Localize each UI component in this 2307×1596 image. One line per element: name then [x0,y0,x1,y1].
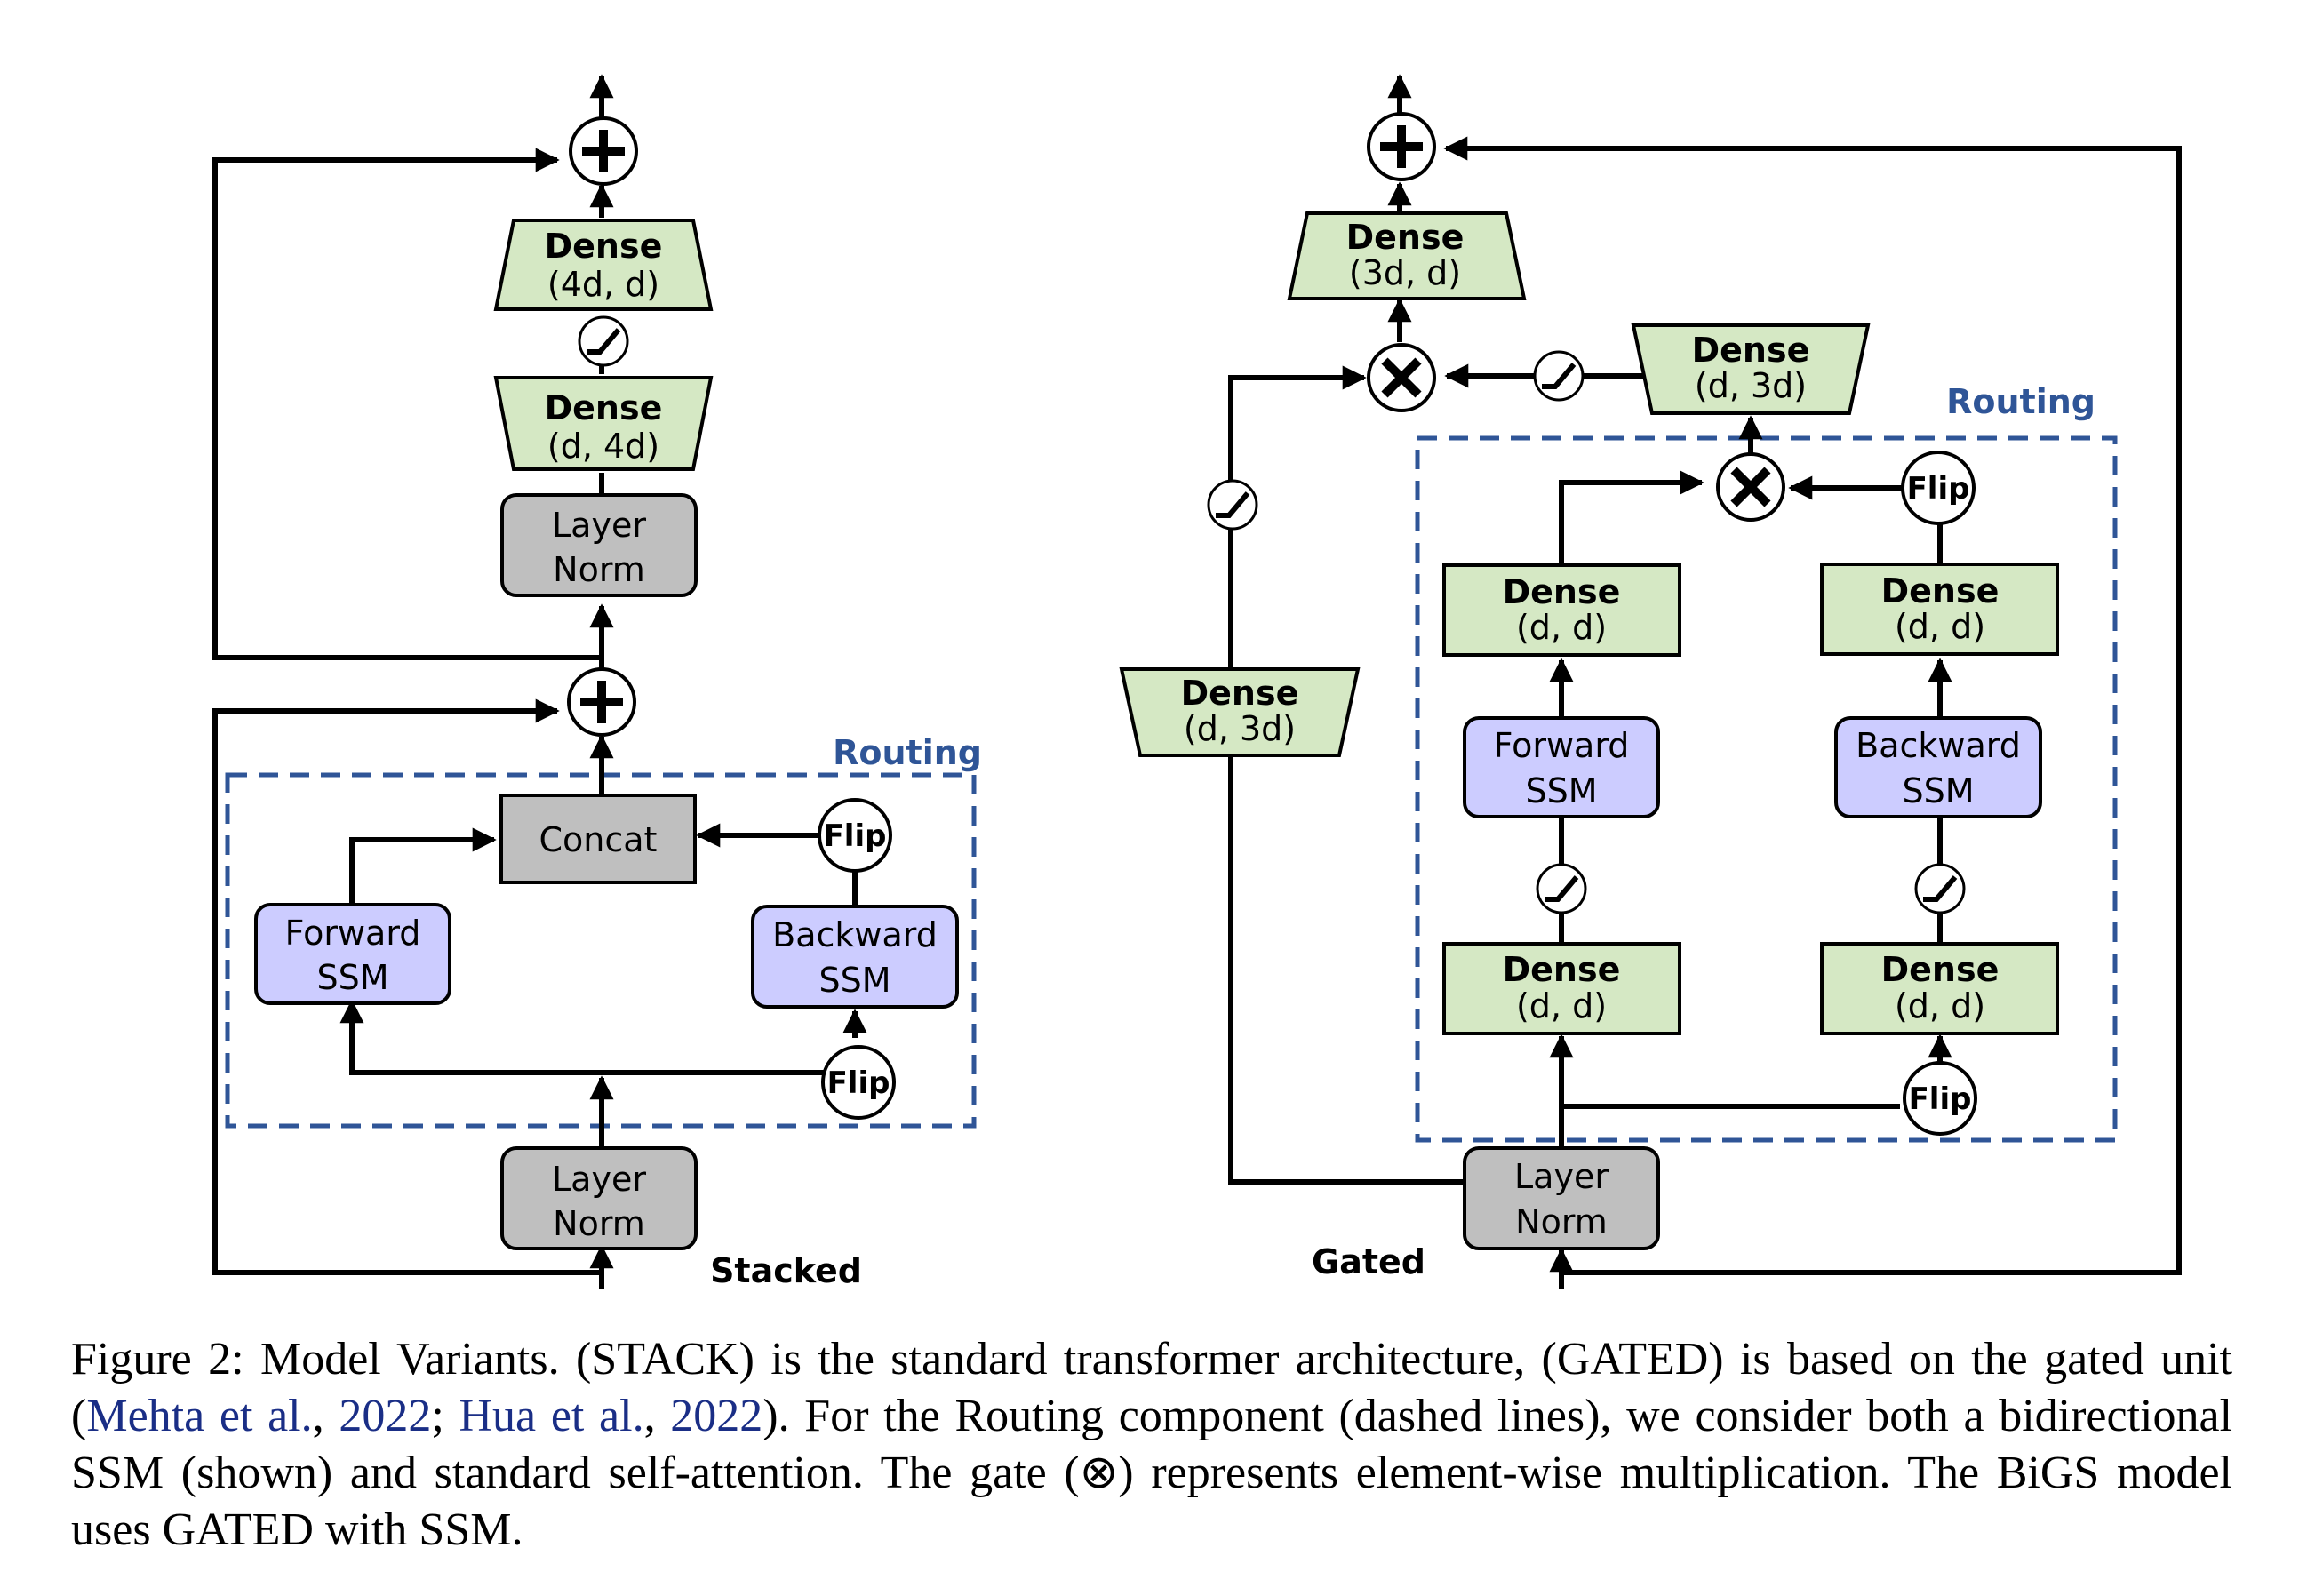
stacked-layer-norm-bottom: Layer Norm [500,1146,698,1250]
citation-link[interactable]: Mehta et al. [86,1391,313,1441]
gated-activation-icon [1916,865,1964,913]
gated-dense-left: Dense (d, 3d) [1119,667,1361,757]
gated-dense-backward-upper: Dense (d, d) [1820,563,2059,656]
gated-dense-backward-lower: Dense (d, d) [1820,942,2059,1035]
svg-text:Dense: Dense [545,388,663,427]
svg-text:(4d, d): (4d, d) [547,265,659,304]
routing-label: Routing [833,733,982,772]
gated-activation-icon [1537,865,1585,913]
figure-caption: Figure 2: Model Variants. (STACK) is the… [71,1334,2233,1555]
gated-multiply-outer [1369,345,1434,411]
citation-link[interactable]: 2022 [670,1391,763,1441]
stacked-backward-ssm: Backward SSM [751,905,959,1009]
gated-dense-forward-upper: Dense (d, d) [1442,563,1681,657]
gated-flip-bottom: Flip [1903,1061,1977,1136]
stacked-residual-add-upper [571,118,636,184]
svg-text:Dense: Dense [545,227,663,266]
stacked-activation-icon [579,317,627,365]
stacked-dense-expand: Dense (d, 4d) [493,376,714,471]
svg-text:SSM: SSM [818,961,890,1000]
svg-text:Norm: Norm [553,550,645,589]
svg-text:(d, 4d): (d, 4d) [547,427,659,466]
gated-activation-icon [1209,481,1257,529]
svg-text:Flip: Flip [1909,1081,1972,1117]
svg-text:(d, d): (d, d) [1895,986,1985,1025]
svg-text:(d, 3d): (d, 3d) [1695,366,1807,405]
svg-text:Dense: Dense [1881,571,2000,610]
gated-connections [1218,74,2182,1289]
citation-link[interactable]: Hua et al. [459,1391,644,1441]
gated-flip-top: Flip [1901,451,1976,525]
svg-text:(d, d): (d, d) [1516,608,1607,647]
stacked-flip-top: Flip [818,798,892,873]
svg-text:Dense: Dense [1503,572,1621,611]
stacked-residual-add-lower [569,669,635,735]
stacked-dense-contract: Dense (4d, d) [493,219,714,311]
svg-text:Backward: Backward [1856,726,2021,765]
svg-text:Dense: Dense [1346,218,1465,257]
svg-text:Dense: Dense [1181,674,1299,713]
gated-dense-gate: Dense (d, 3d) [1631,323,1871,415]
gated-activation-icon [1535,352,1583,400]
routing-label: Routing [1946,382,2095,421]
gated-variant-label: Gated [1312,1242,1425,1281]
svg-text:Norm: Norm [1515,1202,1608,1241]
svg-text:Backward: Backward [772,915,938,954]
stacked-variant: Routing Layer Norm [212,74,982,1290]
stacked-flip-bottom: Flip [821,1045,896,1120]
stacked-layer-norm-top: Layer Norm [500,493,698,597]
gated-residual-add [1369,114,1434,180]
gated-dense-output: Dense (3d, d) [1287,211,1527,300]
svg-text:Layer: Layer [1514,1157,1609,1196]
svg-text:SSM: SSM [1525,771,1597,810]
svg-text:Flip: Flip [827,1065,890,1101]
svg-text:(d, 3d): (d, 3d) [1184,709,1296,748]
svg-text:Flip: Flip [824,818,887,854]
svg-text:SSM: SSM [316,958,388,997]
svg-text:Layer: Layer [552,1160,646,1199]
routing-region [1415,435,2118,1143]
gated-variant: Routing [1119,74,2182,1289]
stacked-variant-label: Stacked [710,1251,862,1290]
svg-text:Flip: Flip [1907,471,1970,507]
svg-text:SSM: SSM [1902,771,1974,810]
architecture-figure: Routing Layer Norm [212,74,2182,1290]
svg-text:Forward: Forward [285,914,421,953]
svg-text:Dense: Dense [1881,950,2000,989]
svg-text:Dense: Dense [1692,331,1810,370]
svg-text:(3d, d): (3d, d) [1349,253,1461,292]
svg-text:Dense: Dense [1503,950,1621,989]
svg-text:Forward: Forward [1494,726,1630,765]
svg-text:(d, d): (d, d) [1895,607,1985,646]
stacked-concat: Concat [499,794,697,884]
gated-backward-ssm: Backward SSM [1834,716,2042,818]
citation-link[interactable]: 2022 [339,1391,432,1441]
stacked-forward-ssm: Forward SSM [254,903,451,1005]
gated-forward-ssm: Forward SSM [1463,716,1660,818]
svg-text:Concat: Concat [539,820,658,859]
svg-text:Layer: Layer [552,506,646,545]
gated-multiply-inner [1718,454,1784,520]
svg-text:Norm: Norm [553,1204,645,1243]
gated-dense-forward-lower: Dense (d, d) [1442,942,1681,1035]
svg-text:(d, d): (d, d) [1516,986,1607,1025]
gated-layer-norm: Layer Norm [1463,1146,1660,1250]
